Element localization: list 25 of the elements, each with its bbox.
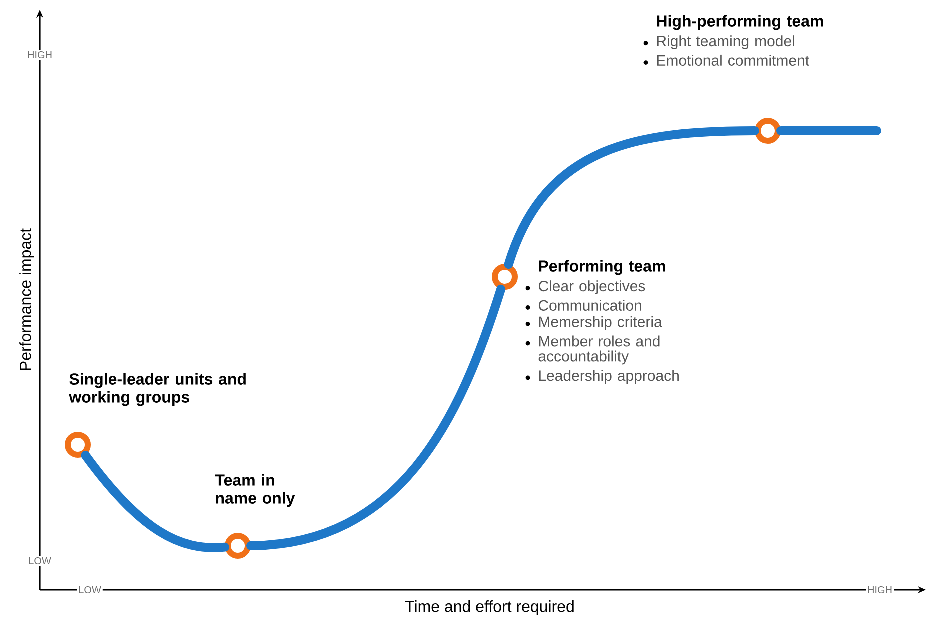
stage-heading: Team in name only — [215, 474, 296, 508]
curve-segment — [504, 126, 760, 270]
bullet-item: Clear objectives — [538, 280, 646, 295]
axis-tick-label: LOW — [77, 584, 103, 596]
bullet-item: Communication — [538, 300, 642, 311]
stage-heading: High-performing team — [657, 15, 824, 30]
marker-circle — [492, 264, 518, 290]
bullet-item: Memership criteria — [539, 316, 662, 330]
bullet-item: Member roles and accountability — [538, 336, 660, 365]
marker-circle — [755, 118, 781, 144]
axis-title: Time and effort required — [405, 600, 574, 616]
stage-heading: Performing team — [539, 260, 666, 276]
bullet-item: Right teaming model — [657, 36, 794, 50]
stage-heading: Single-leader units and working groups — [69, 373, 246, 406]
curve-segment — [776, 126, 882, 136]
marker-circle — [65, 432, 91, 458]
axis-title: Performance impact — [20, 228, 34, 370]
bullet-item: Emotional commitment — [657, 54, 810, 66]
axis-tick-label: HIGH — [866, 584, 894, 596]
curve-segment — [81, 451, 230, 552]
axis-tick-label: LOW — [27, 556, 53, 566]
axis-tick-label: HIGH — [26, 50, 54, 60]
bullet-item: Leadership approach — [539, 370, 679, 384]
marker-circle — [225, 533, 251, 559]
curve-segment — [246, 284, 506, 550]
